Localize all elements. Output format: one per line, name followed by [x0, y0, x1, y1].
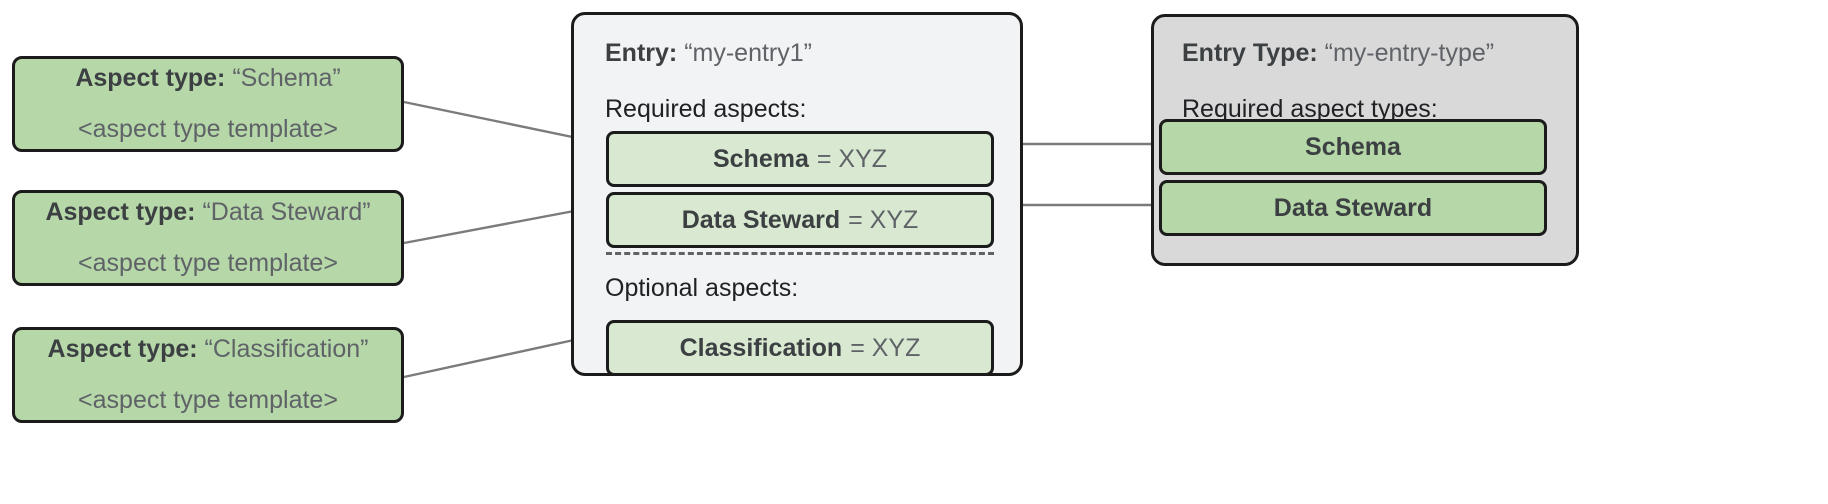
aspect-type-schema-label: Aspect type: — [75, 64, 226, 93]
aspect-type-data-steward-template: <aspect type template> — [78, 249, 338, 277]
entry-type-panel-title-name: “my-entry-type” — [1324, 39, 1495, 67]
entry-panel-title-name: “my-entry1” — [684, 39, 812, 67]
entry-panel-title: Entry: “my-entry1” — [605, 39, 812, 68]
aspect-type-card-classification[interactable]: Aspect type: “Classification” <aspect ty… — [12, 327, 404, 423]
aspect-type-schema-name: “Schema” — [232, 64, 341, 93]
aspect-type-data-steward-name: “Data Steward” — [202, 198, 371, 227]
aspect-type-classification-label: Aspect type: — [47, 335, 198, 364]
entry-type-panel-title: Entry Type: “my-entry-type” — [1182, 39, 1494, 68]
aspect-type-schema-title: Aspect type: “Schema” — [75, 64, 340, 93]
aspect-type-data-steward-label: Aspect type: — [45, 198, 196, 227]
entry-type-panel[interactable]: Entry Type: “my-entry-type” Required asp… — [1151, 14, 1579, 266]
aspect-type-chip-schema-name: Schema — [1305, 132, 1401, 161]
aspect-chip-classification-value: = XYZ — [850, 333, 921, 362]
aspect-type-chip-data-steward[interactable]: Data Steward — [1159, 180, 1547, 236]
aspect-chip-data-steward[interactable]: Data Steward = XYZ — [606, 192, 994, 248]
aspect-type-chip-data-steward-name: Data Steward — [1273, 193, 1433, 222]
aspect-type-classification-name: “Classification” — [204, 335, 369, 364]
aspect-chip-schema[interactable]: Schema = XYZ — [606, 131, 994, 187]
entry-type-required-label: Required aspect types: — [1182, 95, 1438, 123]
aspect-chip-classification-name: Classification — [679, 333, 843, 362]
entry-panel-title-label: Entry: — [605, 39, 678, 67]
aspect-type-classification-template: <aspect type template> — [78, 386, 338, 414]
aspect-type-data-steward-title: Aspect type: “Data Steward” — [45, 198, 370, 227]
required-optional-divider — [606, 252, 994, 255]
aspect-type-card-data-steward[interactable]: Aspect type: “Data Steward” <aspect type… — [12, 190, 404, 286]
aspect-chip-schema-name: Schema — [712, 144, 809, 173]
aspect-type-schema-template: <aspect type template> — [78, 115, 338, 143]
entry-panel[interactable]: Entry: “my-entry1” Required aspects: Sch… — [571, 12, 1023, 376]
entry-required-aspects-label: Required aspects: — [605, 95, 807, 123]
aspect-type-chip-schema[interactable]: Schema — [1159, 119, 1547, 175]
aspect-chip-schema-value: = XYZ — [816, 144, 888, 173]
aspect-chip-data-steward-name: Data Steward — [681, 205, 841, 234]
entry-type-panel-title-label: Entry Type: — [1182, 39, 1318, 67]
aspect-chip-classification[interactable]: Classification = XYZ — [606, 320, 994, 376]
entry-optional-aspects-label: Optional aspects: — [605, 274, 799, 302]
aspect-chip-data-steward-value: = XYZ — [848, 205, 919, 234]
aspect-type-card-schema[interactable]: Aspect type: “Schema” <aspect type templ… — [12, 56, 404, 152]
aspect-type-classification-title: Aspect type: “Classification” — [48, 335, 369, 364]
